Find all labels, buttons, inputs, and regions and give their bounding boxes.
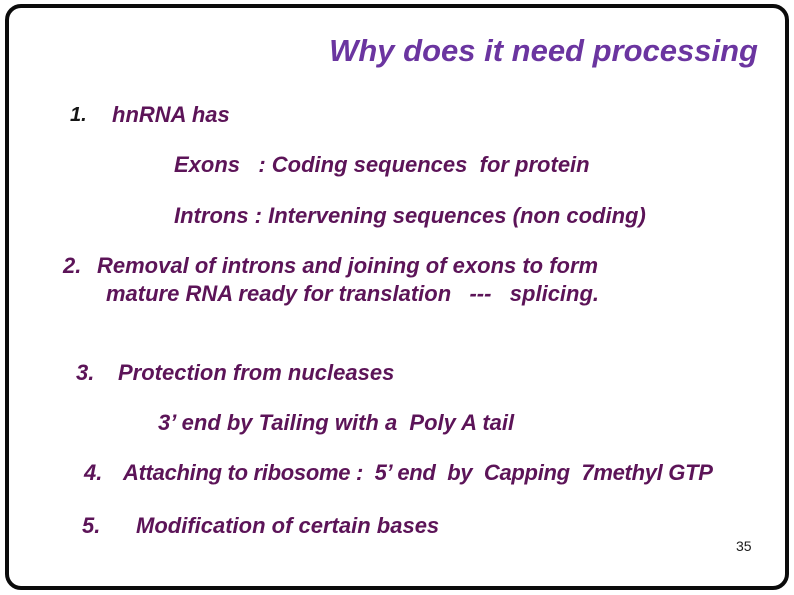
list-item-protection: Protection from nucleases: [118, 360, 395, 385]
sub-item-introns: Introns : Intervening sequences (non cod…: [174, 203, 646, 228]
sub-item-exons: Exons : Coding sequences for protein: [174, 152, 590, 177]
list-number-3: 3.: [76, 360, 95, 385]
list-item-modification: Modification of certain bases: [136, 513, 440, 538]
list-number-5: 5.: [82, 513, 101, 538]
list-number-1: 1.: [70, 104, 87, 126]
sub-item-poly-a-tail: 3’ end by Tailing with a Poly A tail: [158, 410, 515, 435]
slide-title: Why does it need processing: [329, 33, 758, 68]
list-number-4: 4.: [84, 460, 103, 485]
list-item-hnrna: hnRNA has: [112, 102, 230, 127]
list-item-capping: Attaching to ribosome : 5’ end by Cappin…: [123, 460, 713, 485]
list-number-2: 2.: [63, 253, 82, 278]
page-number: 35: [736, 538, 752, 554]
list-item-splicing-line2: mature RNA ready for translation --- spl…: [106, 281, 600, 306]
list-item-splicing-line1: Removal of introns and joining of exons …: [97, 253, 599, 278]
